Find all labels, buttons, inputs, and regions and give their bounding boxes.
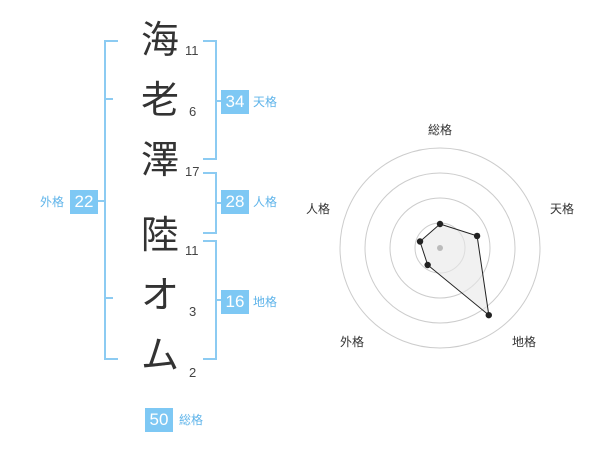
chikaku-connector: [216, 299, 222, 301]
radar-axis-label-soukaku: 総格: [428, 122, 452, 137]
name-char-2: 老: [140, 78, 179, 122]
name-char-6: ム: [140, 333, 179, 377]
stroke-count-1: 11: [185, 43, 199, 58]
name-char-1: 海: [140, 18, 179, 62]
radar-point-5: [416, 238, 424, 245]
gaikaku-label: 外格: [40, 195, 65, 209]
soukaku-value: 50: [145, 408, 173, 432]
stroke-count-3: 17: [185, 164, 200, 179]
bracket-tick-5: [104, 297, 113, 299]
radar-chart: 総格 天格 地格 外格 人格: [306, 122, 574, 349]
radar-axis-label-tenkaku: 天格: [550, 201, 574, 216]
jinkaku-label: 人格: [253, 195, 278, 209]
bracket-tick-2: [104, 98, 113, 100]
stroke-count-5: 3: [189, 304, 197, 319]
radar-axis-label-chikaku: 地格: [512, 334, 536, 349]
jinkaku-connector: [216, 202, 222, 204]
stroke-count-6: 2: [189, 365, 197, 380]
radar-axis-label-jinkaku: 人格: [306, 201, 330, 216]
tenkaku-value: 34: [221, 90, 249, 114]
name-char-5: オ: [140, 273, 179, 317]
jinkaku-value: 28: [221, 190, 249, 214]
radar-center-dot: [437, 245, 443, 251]
stroke-count-2: 6: [189, 104, 197, 119]
tenkaku-label: 天格: [253, 95, 278, 109]
chikaku-value: 16: [221, 290, 249, 314]
stroke-count-4: 11: [185, 243, 199, 258]
radar-ring-2: [389, 197, 491, 299]
tenkaku-connector: [216, 100, 222, 102]
radar-ring-4: [339, 147, 541, 349]
radar-point-2: [473, 232, 481, 240]
radar-point-4: [424, 261, 431, 269]
chikaku-label: 地格: [253, 295, 278, 309]
tenkaku-bracket: [203, 40, 217, 160]
name-char-3: 澤: [140, 138, 179, 182]
radar-point-1: [436, 220, 444, 228]
chikaku-bracket: [203, 240, 217, 360]
radar-ring-3: [364, 172, 516, 324]
gaikaku-connector: [96, 200, 105, 202]
jinkaku-bracket: [203, 172, 217, 234]
radar-axis-label-gaikaku: 外格: [340, 334, 364, 349]
name-char-4: 陸: [140, 213, 179, 257]
gaikaku-value: 22: [70, 190, 98, 214]
radar-point-3: [485, 311, 492, 319]
radar-data-polygon: [419, 223, 490, 317]
soukaku-label: 総格: [179, 413, 204, 427]
gaikaku-bracket: [104, 40, 118, 360]
